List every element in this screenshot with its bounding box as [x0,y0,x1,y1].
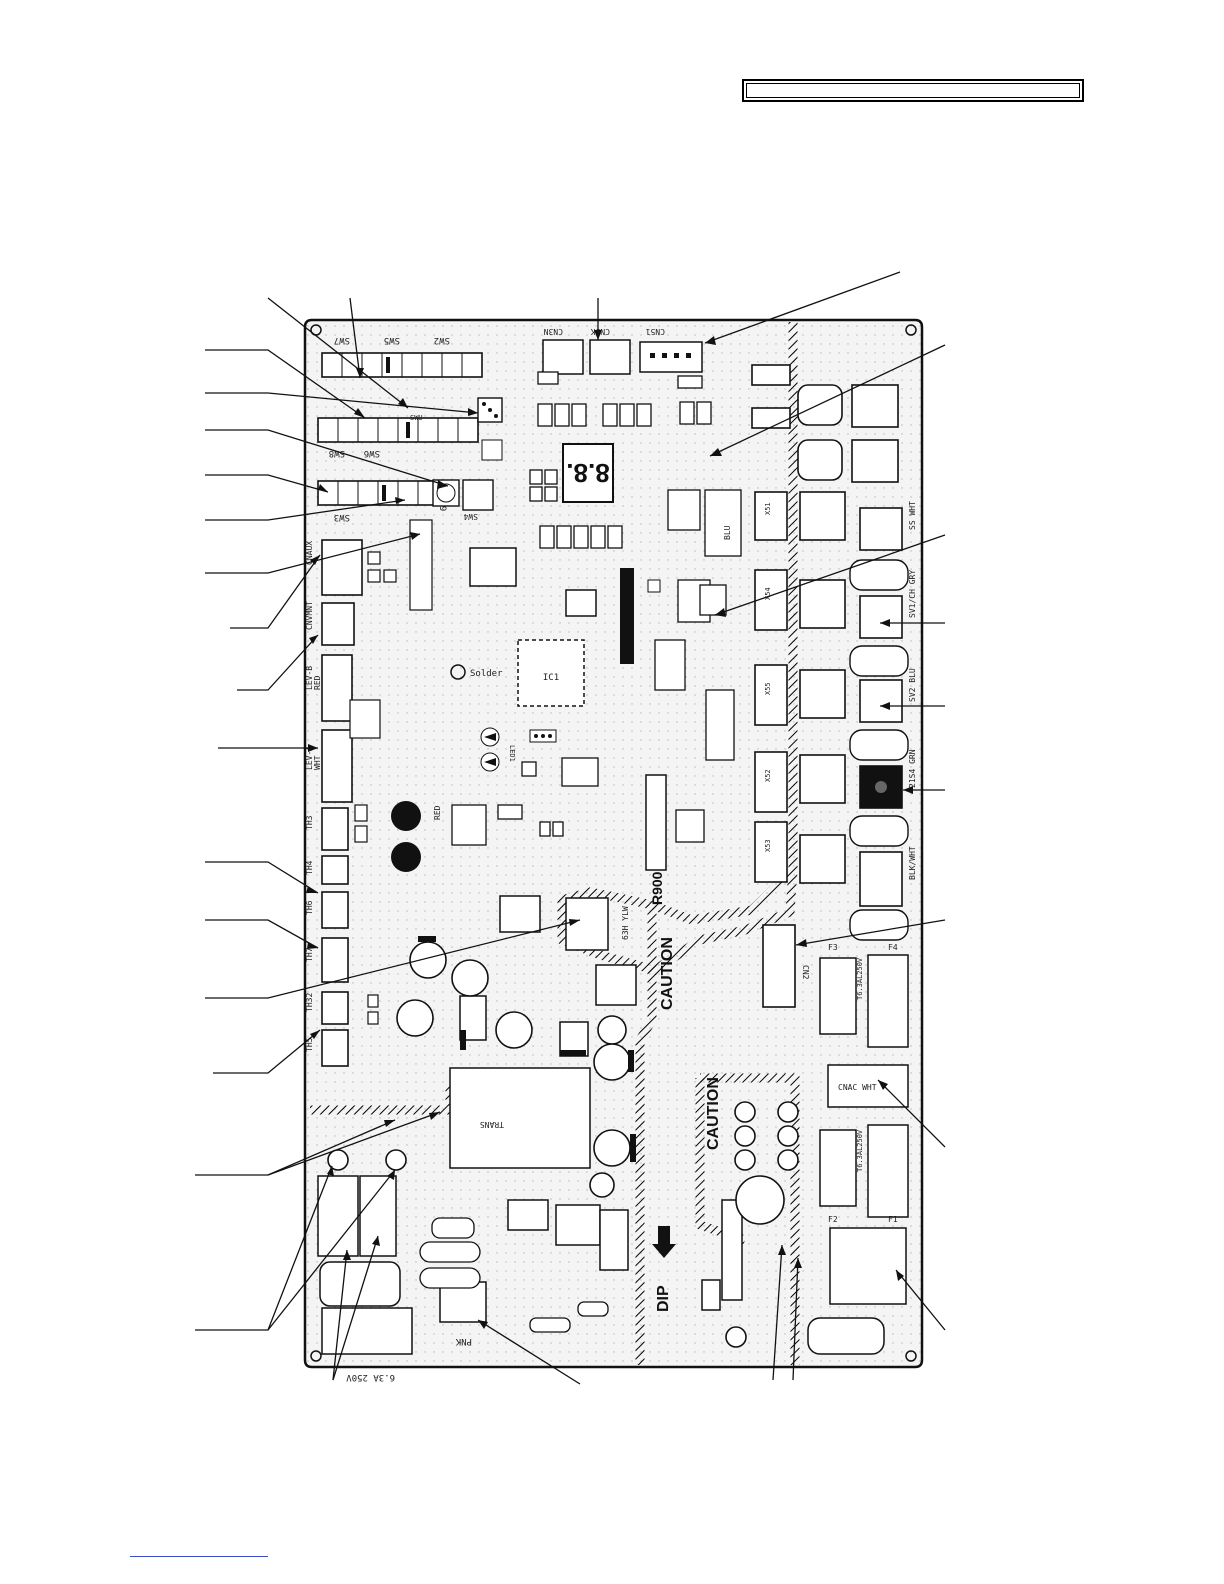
callout-lines [195,271,946,1385]
right-caps [849,559,909,941]
callout-arrowheads [306,330,913,1329]
21s4-label: 21S4 GRN [908,749,917,788]
lev-a-label: LEV-A [305,746,314,770]
smd-row-top [529,371,712,549]
rotary-switches: SW4 [432,479,494,521]
ic-main: IC1 [469,547,667,871]
smd-caps-oval [419,1217,609,1333]
varistors-top-right [751,364,899,483]
swu-label: SWU [410,414,423,422]
fuse-spec-b: T6.3AL250V [856,1129,864,1172]
electrolytic-caps [327,941,799,1348]
x51-label: X51 [764,502,772,515]
jumper-cn3s [477,397,503,461]
cn3n-label: CN3N [544,327,563,336]
th5-label: TH5 [305,1037,314,1052]
cnvm-label: CNVMNT [305,601,314,630]
lev-b-label: LEV-B [305,666,314,690]
fuse-spec-a: T6.3AL250V [856,957,864,1000]
fuse-labels: F3 F4 F2 F1 T6.3AL250V T6.3AL250V CNAC W… [828,943,898,1224]
led-pair: LED1 [480,727,557,772]
cnac-label: CNAC WHT [838,1083,877,1092]
center-smd [451,489,742,846]
r900-label: R900 [649,871,665,905]
x54-label: X54 [764,587,772,600]
th4-label: TH4 [305,860,314,875]
relay-labels: X51 X54 X55 X52 X53 [764,502,772,852]
caution-label-1: CAUTION [659,937,676,1010]
x52-label: X52 [764,769,772,782]
sw7-label: SW7 [334,335,350,345]
sv2-label: SV2 BLU [908,668,917,702]
right-terminals: SS WHT SV1/CH GRY SV2 BLU 21S4 GRN BLK/W… [859,501,917,907]
sw6-label: SW6 [364,448,380,458]
sw3-label: SW3 [334,512,350,522]
sw4-label: SW4 [463,512,478,521]
cnaux-label: CNAUX [305,541,314,565]
cn2-label: CN2 [801,965,810,980]
seg-display-text: 8.8. [566,458,609,488]
63h-label: 63H YLW [621,906,630,940]
relay-column [754,491,846,884]
fuse-f4: F4 [888,943,898,952]
cn51-label: CN51 [646,327,665,336]
fuse-rating-label: 6.3A 250V [346,1372,395,1382]
connector-cn2: CN2 [762,924,810,1008]
sw5-label: SW5 [384,335,400,345]
lev-a-color: WHT [313,755,322,770]
switch-sw8: SW8 SW6 [317,417,479,458]
th7-label: TH7 [305,947,314,962]
dip-label: DIP [655,1285,672,1312]
cap-polarity-bars [418,936,636,1162]
th32-label: TH32 [305,993,314,1012]
blk-wht-label: BLK/WHT [908,846,917,880]
fuse-f1: F1 [888,1215,898,1224]
fuse-f2: F2 [828,1215,838,1224]
fuse-f3: F3 [828,943,838,952]
sv1-label: SV1/CH GRY [908,570,917,618]
caution-marks: CAUTION CAUTION R900 DIP [649,871,722,1312]
fuse-holders [819,954,909,1305]
solder-label: Solder [470,669,503,679]
solder-logo: Solder [450,664,503,680]
blu-label: BLU [723,525,732,540]
big-caps-black [391,801,421,872]
th6-label: TH6 [305,900,314,915]
pnk-label: PNK [455,1336,472,1346]
lev-b-color: RED [313,675,322,690]
misc-labels: TRANS 6.3A 250V PNK 63H YLW RED BLU SWU [346,414,732,1382]
power-section [317,895,885,1355]
left-connectors [321,539,363,1067]
footer-link-underline[interactable] [130,1556,268,1558]
ic-main-label: IC1 [543,673,559,683]
connector-cn3k: CN3N CN3K CN51 [542,327,703,375]
x53-label: X53 [764,839,772,852]
sw8-label: SW8 [329,448,345,458]
ss-wht-label: SS WHT [908,501,917,530]
seven-segment-display: 8.8. [562,443,614,503]
smd-left [349,519,433,1025]
led-label: LED1 [508,745,516,762]
title-box [742,79,1084,102]
switch-sw7: SW7 SW5 SW2 [321,335,483,378]
left-connector-labels: CNAUX CNVMNT LEV-B RED LEV-A WHT TH3 TH4… [305,541,322,1052]
x55-label: X55 [764,682,772,695]
red-label: RED [433,805,442,820]
th3-label: TH3 [305,815,314,830]
caution-label-2: CAUTION [705,1077,722,1150]
trans-label: TRANS [480,1120,504,1129]
sw2-label: SW2 [434,335,450,345]
